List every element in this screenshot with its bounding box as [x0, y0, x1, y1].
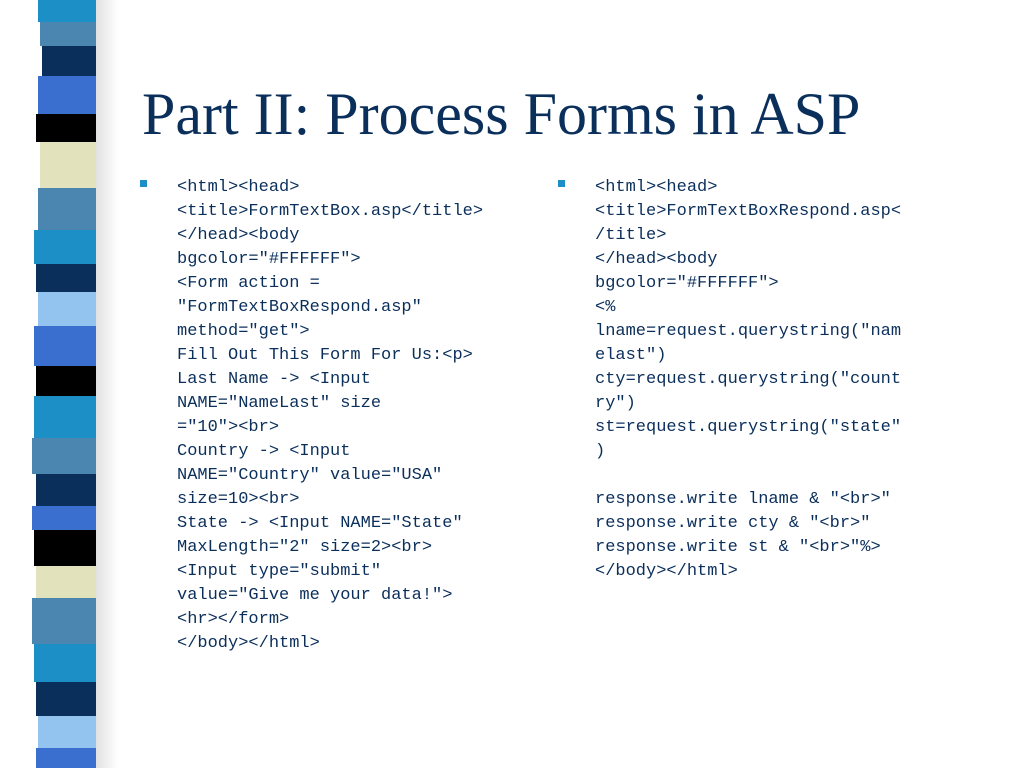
- stripe-band: [34, 326, 96, 366]
- stripe-band: [38, 76, 96, 114]
- stripe-band: [40, 142, 96, 188]
- stripe-band: [38, 292, 96, 326]
- stripe-band: [36, 748, 96, 768]
- stripe-band: [34, 644, 96, 682]
- stripe-band: [36, 366, 96, 396]
- stripe-band: [36, 566, 96, 598]
- stripe-band: [34, 530, 96, 566]
- slide-title: Part II: Process Forms in ASP: [142, 81, 861, 147]
- stripe-band: [38, 0, 96, 22]
- stripe-band: [32, 598, 96, 644]
- stripe-band: [32, 506, 96, 530]
- stripe-band: [34, 230, 96, 264]
- right-code-block: <html><head> <title>FormTextBoxRespond.a…: [595, 178, 902, 581]
- decorative-stripe-bar: [0, 0, 100, 768]
- stripe-band: [34, 396, 96, 438]
- stripe-band: [36, 264, 96, 292]
- bullet-square-icon: [558, 180, 565, 187]
- stripe-band: [38, 188, 96, 230]
- stripe-band: [40, 22, 96, 46]
- stripe-band: [38, 716, 96, 748]
- stripe-band: [32, 438, 96, 474]
- stripe-band: [36, 682, 96, 716]
- stripe-band: [36, 114, 96, 142]
- bullet-square-icon: [140, 180, 147, 187]
- stripe-band: [36, 474, 96, 506]
- stripe-band: [42, 46, 96, 76]
- left-code-block: <html><head> <title>FormTextBox.asp</tit…: [177, 178, 484, 653]
